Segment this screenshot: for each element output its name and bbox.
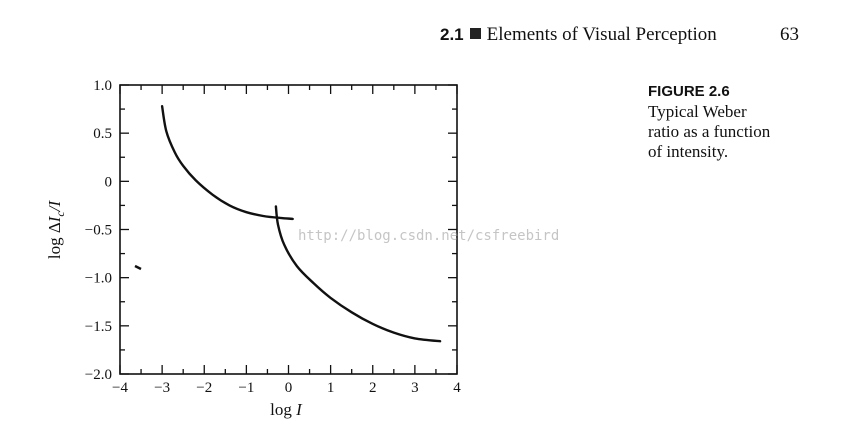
caption-line-1: Typical Weber xyxy=(648,102,747,121)
y-axis-title-log: log Δ xyxy=(45,222,64,259)
section-number: 2.1 xyxy=(440,25,464,44)
y-axis-title-over: /I xyxy=(45,200,64,213)
x-tick-labels: −4 −3 −2 −1 0 1 2 3 4 xyxy=(112,380,461,396)
y-tick-label: −2.0 xyxy=(85,367,112,383)
weber-curve-2 xyxy=(274,205,442,343)
x-axis-title: log I xyxy=(270,400,303,419)
x-tick-label: 1 xyxy=(327,380,335,396)
y-tick-label: −1.5 xyxy=(85,319,112,335)
y-tick-labels: 1.0 0.5 0 −0.5 −1.0 −1.5 −2.0 xyxy=(85,78,112,383)
x-tick-label: 0 xyxy=(285,380,293,396)
caption-line-3: of intensity. xyxy=(648,142,729,161)
square-bullet-icon xyxy=(469,28,481,39)
y-tick-label: 0 xyxy=(105,174,113,190)
y-tick-label: 1.0 xyxy=(93,78,112,94)
watermark-text: http://blog.csdn.net/csfreebird xyxy=(298,228,560,244)
x-tick-label: 2 xyxy=(369,380,377,396)
y-axis-title: log ΔIc/I xyxy=(45,200,67,260)
x-tick-label: 4 xyxy=(453,380,461,396)
x-axis-title-log: log xyxy=(270,400,296,419)
y-tick-label: −1.0 xyxy=(85,271,112,287)
running-header: 2.1 Elements of Visual Perception 63 xyxy=(440,24,799,46)
x-axis-title-var: I xyxy=(295,400,303,419)
section-title: Elements of Visual Perception xyxy=(486,24,717,45)
x-tick-label: 3 xyxy=(411,380,419,396)
figure-label: FIGURE 2.6 xyxy=(648,83,730,100)
x-tick-label: −2 xyxy=(196,380,212,396)
weber-curve-1 xyxy=(160,105,294,221)
tick-marks xyxy=(119,84,458,375)
y-axis-title-sub: c xyxy=(53,211,67,217)
scan-speck xyxy=(134,264,142,271)
x-tick-label: −4 xyxy=(112,380,128,396)
y-tick-label: −0.5 xyxy=(85,223,112,239)
y-tick-label: 0.5 xyxy=(93,126,112,142)
data-curves xyxy=(134,105,442,343)
y-axis-title-var: I xyxy=(45,215,64,223)
figure-caption: FIGURE 2.6 Typical Weber ratio as a func… xyxy=(648,82,828,162)
page-number: 63 xyxy=(780,24,799,45)
x-tick-label: −3 xyxy=(154,380,170,396)
x-tick-label: −1 xyxy=(238,380,254,396)
caption-line-2: ratio as a function xyxy=(648,122,771,141)
